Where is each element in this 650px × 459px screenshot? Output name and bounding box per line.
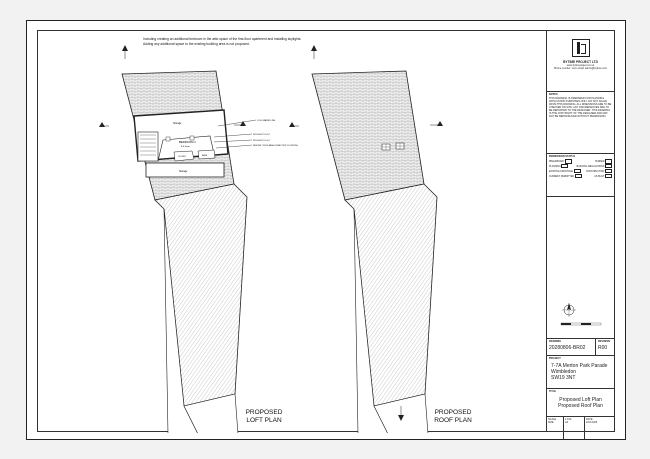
label-storage-bottom: Storage [179, 170, 188, 173]
plans-canvas: Storage BEDROOM 1 8.0 Sq.m CLOSET BATH S… [99, 45, 443, 433]
section-marker-icon [398, 415, 404, 421]
permission-heading: PERMISSION STATUS [549, 155, 576, 158]
callout-4: NEW BUILT ROOF AREA CONNECTION TO EXISTI… [253, 144, 298, 147]
section-marker-icon [289, 122, 295, 127]
north-arrow-icon [560, 303, 602, 326]
loft-plan-caption: PROPOSED LOFT PLAN [245, 409, 283, 424]
company-logo-icon [571, 39, 590, 57]
scale-value: 1:100 [565, 418, 572, 421]
skylight-icon [189, 135, 195, 141]
scale-panel: SCALE SIZE 1:100 A3 DATE 24.8.2026 [547, 417, 614, 439]
roof-main-outline [311, 70, 425, 201]
notes-panel: NOTES THIS DRAWING IS PREPARED FOR PLANN… [547, 92, 614, 154]
permission-panel: PERMISSION STATUS PRELIMINARY TENDER PLA… [547, 154, 614, 197]
loft-callout-leaders [213, 119, 257, 149]
notes-body: THIS DRAWING IS PREPARED FOR PLANNING AP… [549, 97, 612, 118]
general-note: Including creating an additional bedroom… [143, 37, 301, 47]
date-label: DATE [586, 418, 593, 421]
roof-lower-outline [353, 208, 388, 433]
project-label: PROJECT [549, 357, 561, 360]
roof-plan-caption: PROPOSED ROOF PLAN [434, 409, 472, 424]
company-contact: Phone number: xxxx email: admin@bytime.c… [554, 67, 607, 70]
section-marker-icon [437, 121, 443, 126]
roof-plan [183, 45, 443, 433]
section-marker-icon [311, 45, 317, 51]
title-label: TITLE [549, 390, 556, 393]
loft-bath [197, 149, 216, 160]
company-website: www.bytimeproject.co.uk [566, 64, 595, 67]
loft-lower-outline [163, 208, 198, 433]
label-storage-top: Storage [173, 122, 182, 125]
section-marker-icon [122, 45, 128, 51]
date-value: 24.8.2026 [586, 421, 598, 424]
notes-heading: NOTES [549, 93, 558, 96]
company-name: BYTIME PROJECT LTD [563, 60, 598, 64]
legend-row: PLANNING BUILDING REGULATIONS [547, 163, 614, 169]
company-panel: BYTIME PROJECT LTD www.bytimeproject.co.… [547, 39, 614, 92]
section-marker-icon [240, 121, 246, 126]
title-block: BYTIME PROJECT LTD www.bytimeproject.co.… [546, 31, 614, 439]
callout-1: COLD WATER LINE [257, 119, 276, 122]
drawing-title: Proposed Loft Plan Proposed Roof Plan [558, 397, 603, 409]
label-bath: BATH [202, 154, 208, 157]
section-marker-icon [99, 122, 105, 127]
legend-row: CURRENT PERMITTED AS BUILT [547, 173, 614, 179]
skylight-icon [165, 136, 171, 142]
skylight-icon [381, 143, 391, 151]
drawing-label: DRAWING [549, 340, 562, 343]
callout-3: SKYLIGHT 0.7x0.7 [253, 140, 271, 142]
note-line-1: Including creating an additional bedroom… [143, 37, 302, 41]
label-closet: CLOSET [178, 156, 187, 158]
project-panel: PROJECT 7-7A Merton Park Parade Wimbledo… [547, 356, 614, 389]
project-address: 7-7A Merton Park Parade Wimbledon SW19 3… [551, 363, 608, 381]
drawing-number: 20280806-BR02 [549, 345, 586, 351]
note-line-2: Adding any additional space to the exist… [143, 42, 250, 46]
legend-row: PRELIMINARY TENDER [547, 159, 614, 164]
drawing-number-panel: DRAWING 20280806-BR02 REVISION R00 [547, 339, 614, 356]
drawing-frame: Including creating an additional bedroom… [37, 30, 615, 439]
legend-row: EXISTING FRONTAGE CONSTRUCTION [547, 168, 614, 174]
title-panel: TITLE Proposed Loft Plan Proposed Roof P… [547, 389, 614, 417]
drawing-sheet: Including creating an additional bedroom… [26, 20, 626, 440]
loft-lower-storage [145, 162, 225, 178]
loft-staircase [137, 131, 159, 162]
revision-label: REVISION [598, 340, 610, 343]
skylight-icon [395, 142, 405, 150]
callout-2: SKYLIGHT 0.7x0.7 [253, 134, 271, 136]
loft-closet [173, 150, 195, 162]
label-bedroom-area: 8.0 Sq.m [181, 146, 190, 148]
label-bedroom: BEDROOM 1 [179, 140, 196, 144]
loft-plan: Storage BEDROOM 1 8.0 Sq.m CLOSET BATH S… [99, 45, 298, 433]
keyplan-panel [547, 197, 614, 339]
paper-size: A3 [565, 421, 569, 424]
revision-value: R00 [598, 345, 608, 351]
